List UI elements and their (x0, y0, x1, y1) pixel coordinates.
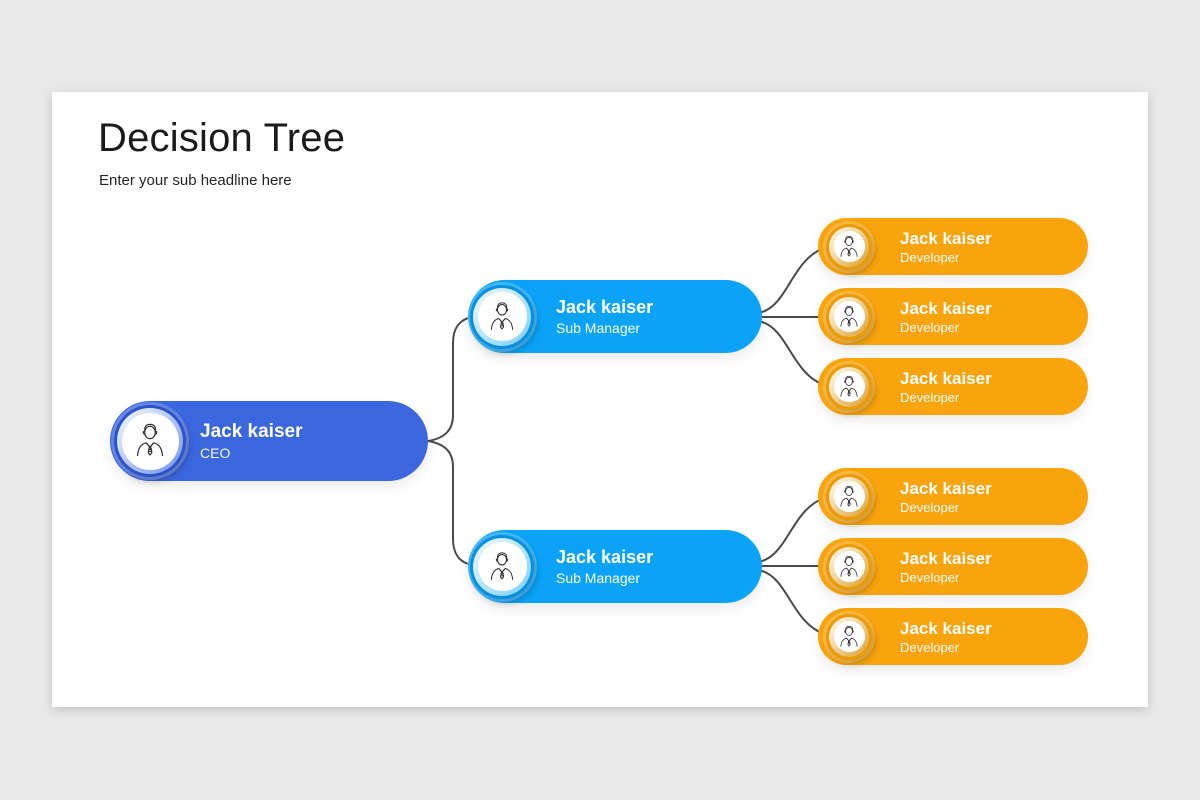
node-manager-1: Jack kaiser Sub Manager (468, 280, 762, 353)
node-name: Jack kaiser (556, 297, 654, 317)
person-icon (840, 375, 858, 397)
node-name: Jack kaiser (900, 368, 992, 388)
connector-manager1-to-dev1 (761, 247, 825, 313)
node-name: Jack kaiser (200, 421, 303, 442)
node-manager-2: Jack kaiser Sub Manager (468, 530, 762, 603)
connector-lines (427, 247, 825, 635)
slide-canvas: Decision Tree Enter your sub headline he… (52, 92, 1148, 707)
person-icon (840, 305, 858, 327)
node-role: Developer (900, 569, 960, 585)
avatar (470, 534, 534, 599)
node-developer-1: Jack kaiser Developer (818, 218, 1088, 275)
node-role: Sub Manager (556, 570, 641, 586)
avatar (826, 223, 872, 270)
connector-manager2-to-dev4 (761, 497, 825, 562)
connector-manager1-to-dev3 (761, 321, 825, 386)
person-icon (840, 555, 858, 577)
page-subtitle: Enter your sub headline here (99, 172, 292, 189)
node-developer-2: Jack kaiser Developer (818, 288, 1088, 345)
node-role: CEO (200, 445, 231, 461)
avatar (826, 293, 872, 340)
avatar (826, 543, 872, 590)
connector-root-to-manager-2 (427, 440, 474, 566)
avatar (826, 473, 872, 520)
node-name: Jack kaiser (900, 618, 992, 638)
node-name: Jack kaiser (900, 548, 992, 568)
node-role: Developer (900, 639, 960, 655)
node-name: Jack kaiser (900, 228, 992, 248)
node-role: Sub Manager (556, 320, 641, 336)
person-icon (840, 625, 858, 647)
avatar (114, 405, 186, 477)
person-icon (840, 485, 858, 507)
node-developer-5: Jack kaiser Developer (818, 538, 1088, 595)
person-icon (490, 301, 514, 330)
node-developer-3: Jack kaiser Developer (818, 358, 1088, 415)
node-name: Jack kaiser (900, 298, 992, 318)
node-role: Developer (900, 319, 960, 335)
person-icon (490, 551, 514, 580)
avatar (470, 284, 534, 349)
node-role: Developer (900, 389, 960, 405)
node-name: Jack kaiser (900, 478, 992, 498)
node-role: Developer (900, 499, 960, 515)
person-icon (840, 235, 858, 257)
node-developer-6: Jack kaiser Developer (818, 608, 1088, 665)
page-title: Decision Tree (98, 116, 346, 160)
node-role: Developer (900, 249, 960, 265)
avatar (826, 613, 872, 660)
node-developer-4: Jack kaiser Developer (818, 468, 1088, 525)
connector-manager2-to-dev6 (761, 570, 825, 635)
person-icon (136, 423, 164, 457)
connector-root-to-manager-1 (427, 316, 474, 442)
node-ceo: Jack kaiser CEO (110, 401, 428, 481)
avatar (826, 363, 872, 410)
node-name: Jack kaiser (556, 547, 654, 567)
